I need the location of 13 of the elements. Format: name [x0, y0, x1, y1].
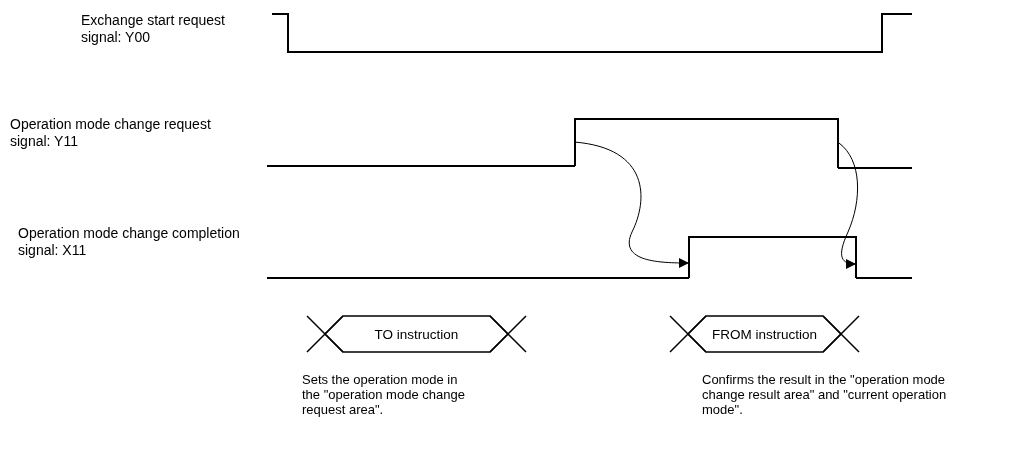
signal-name: Exchange start request signal: Y00 [81, 12, 226, 46]
pulse-waveform [689, 237, 856, 278]
instruction-hexagon [325, 316, 508, 352]
description-text: Sets the operation mode in the "operation mode change request area". [302, 372, 466, 417]
curved-arrow [838, 142, 859, 269]
pulse-waveform [575, 119, 838, 166]
instruction-text: TO instruction [374, 326, 459, 342]
description-text: Confirms the result in the "operation mode change result area" and "current operation mode". [702, 372, 948, 417]
instruction-hexagon [688, 316, 841, 352]
signal-name: Operation mode change request signal: Y11 [10, 116, 212, 150]
curved-arrow [573, 141, 690, 268]
signal-name: Operation mode change completion signal: X11 [18, 225, 241, 259]
instruction-text: FROM instruction [712, 326, 817, 342]
